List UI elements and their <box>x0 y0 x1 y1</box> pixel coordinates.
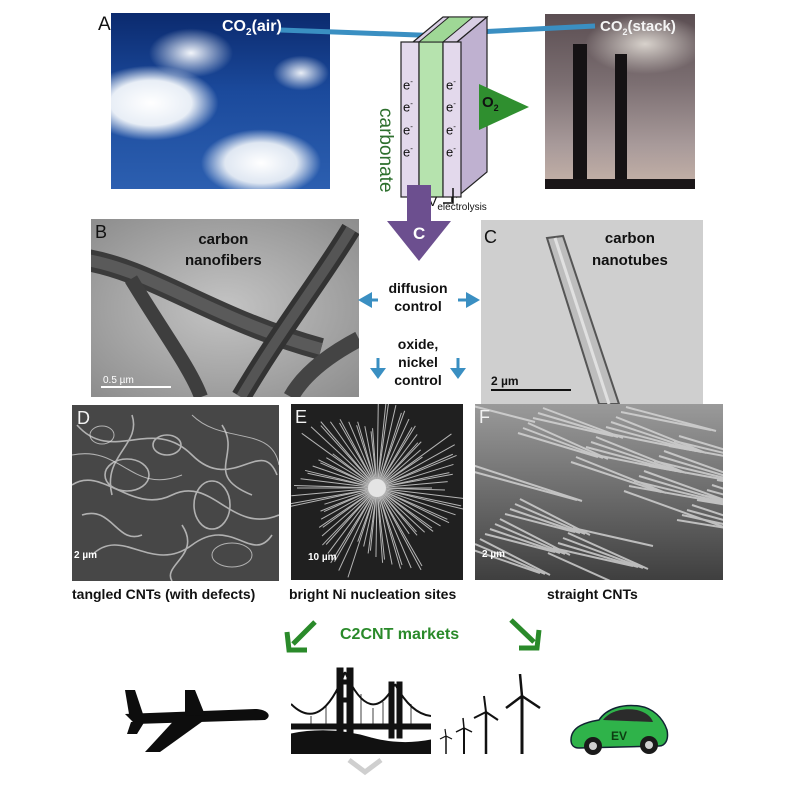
tangled-cnts-micrograph <box>72 405 279 581</box>
ni-nucleation-caption: bright Ni nucleation sites <box>289 586 457 602</box>
sky-photo <box>111 13 330 189</box>
voltage-label: Velectrolysis <box>428 193 487 213</box>
panel-d-letter: D <box>77 408 90 428</box>
panel-f-letter: F <box>479 407 490 427</box>
straight-cnts-micrograph <box>475 404 723 580</box>
markets-arrow-left <box>284 620 317 653</box>
panel-e-letter: E <box>295 407 308 427</box>
panel-c-letter: C <box>484 227 497 247</box>
nanotubes-micrograph <box>481 220 703 404</box>
oxygen-arrow <box>479 84 529 130</box>
co2-air-label: CO2(air) <box>222 18 282 39</box>
carbon-arrow <box>387 185 451 261</box>
nanofibers-micrograph <box>91 219 359 397</box>
panel-b-letter: B <box>95 222 108 242</box>
markets-title: C2CNT markets <box>340 626 460 643</box>
electric-car-icon: EV <box>570 704 669 755</box>
tangled-cnts-caption: tangled CNTs (with defects) <box>72 586 256 602</box>
electrons-left: e- e- e- e- <box>403 77 413 160</box>
ni-nucleation-scale: 10 µm <box>308 552 337 563</box>
ev-badge: EV <box>611 729 627 743</box>
electrolysis-cell <box>400 15 489 202</box>
panel-a-letter: A <box>98 14 111 35</box>
tangled-cnts-scale: 2 µm <box>74 550 97 561</box>
oxygen-label: O2 <box>482 94 499 113</box>
oxide-arrow-right <box>450 358 466 379</box>
nanotubes-scale: 2 µm <box>491 374 519 388</box>
nanofibers-scale: 0.5 µm <box>103 375 134 386</box>
straight-cnts-caption: straight CNTs <box>547 586 638 602</box>
smokestack-photo <box>545 14 695 189</box>
co2-stack-label: CO2(stack) <box>600 18 676 37</box>
airplane-icon <box>125 690 269 752</box>
ni-nucleation-micrograph <box>291 404 463 580</box>
carbonate-label: carbonate <box>375 108 396 193</box>
oxide-arrow-left <box>370 358 386 379</box>
markets-arrow-right <box>509 618 542 651</box>
straight-cnts-scale: 2 µm <box>482 549 505 560</box>
bridge-icon <box>291 667 431 754</box>
carbon-label: C <box>413 224 426 243</box>
wind-turbines-icon <box>439 674 541 754</box>
electrons-right: e- e- e- e- <box>446 77 456 160</box>
chevron-down-icon <box>347 758 383 776</box>
